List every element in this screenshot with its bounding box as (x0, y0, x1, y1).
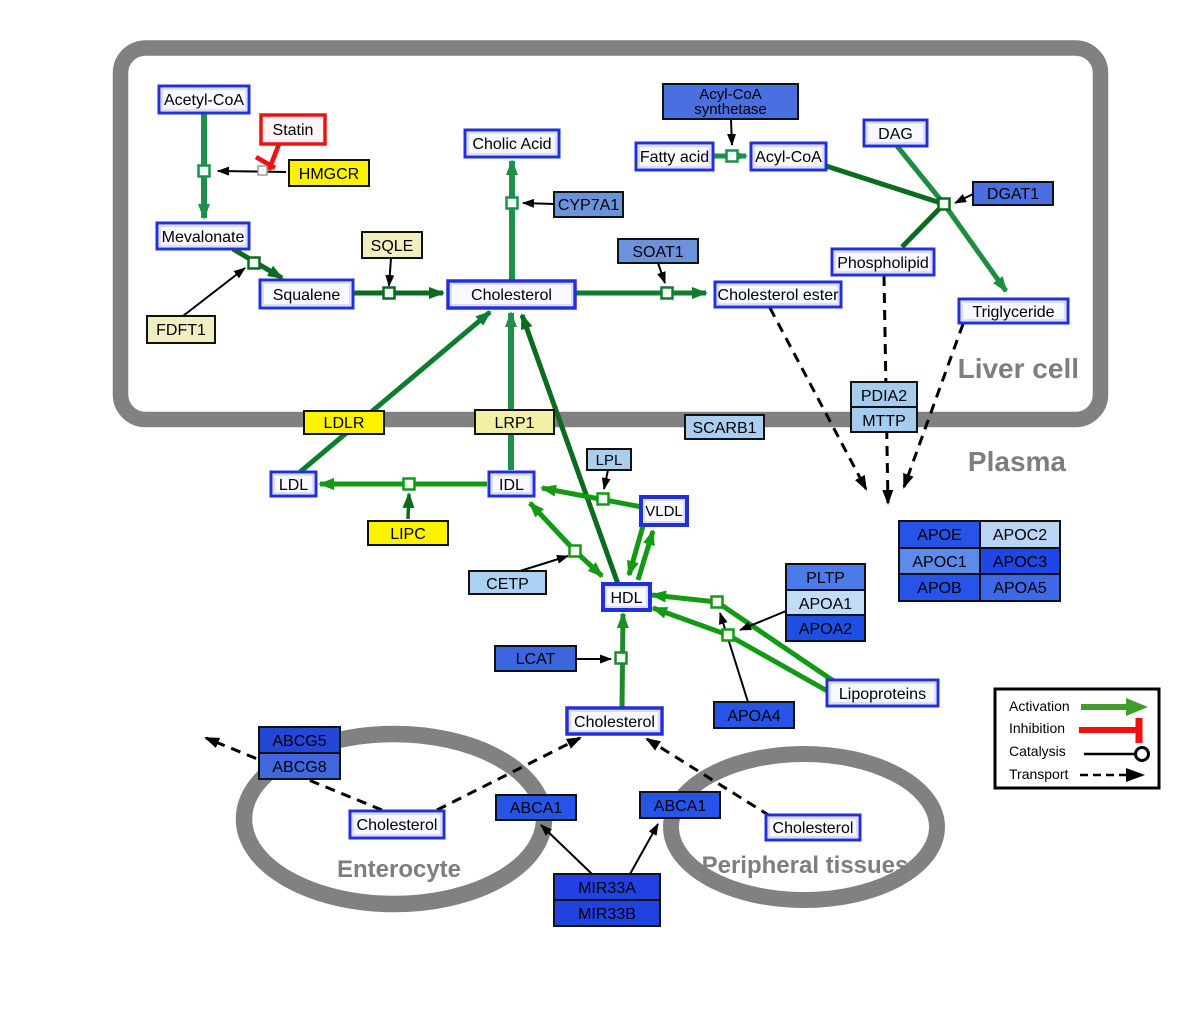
svg-text:APOA1: APOA1 (799, 596, 852, 613)
svg-text:Cholesterol: Cholesterol (574, 714, 655, 731)
svg-text:LCAT: LCAT (516, 651, 556, 668)
svg-text:APOB: APOB (917, 580, 961, 597)
svg-text:VLDL: VLDL (645, 503, 683, 520)
svg-text:LRP1: LRP1 (494, 415, 534, 432)
svg-text:ABCA1: ABCA1 (510, 800, 563, 817)
svg-text:FDFT1: FDFT1 (156, 322, 206, 339)
svg-text:CYP7A1: CYP7A1 (558, 197, 619, 214)
svg-text:MIR33A: MIR33A (578, 880, 636, 897)
svg-text:APOC2: APOC2 (993, 527, 1047, 544)
svg-text:Cholesterol ester: Cholesterol ester (718, 287, 840, 304)
svg-text:HDL: HDL (610, 590, 642, 607)
svg-text:Plasma: Plasma (968, 446, 1066, 477)
svg-text:Acyl-CoA: Acyl-CoA (699, 86, 762, 103)
svg-text:IDL: IDL (499, 477, 524, 494)
svg-text:Triglyceride: Triglyceride (972, 304, 1054, 321)
svg-text:HMGCR: HMGCR (299, 166, 359, 183)
svg-text:DGAT1: DGAT1 (987, 186, 1039, 203)
svg-text:ABCG8: ABCG8 (272, 759, 326, 776)
svg-text:Acyl-CoA: Acyl-CoA (755, 149, 822, 166)
svg-text:Mevalonate: Mevalonate (162, 229, 245, 246)
svg-text:SQLE: SQLE (371, 238, 414, 255)
svg-text:MIR33B: MIR33B (578, 906, 636, 923)
svg-text:Activation: Activation (1009, 698, 1070, 714)
svg-text:LIPC: LIPC (390, 526, 426, 543)
svg-text:APOC1: APOC1 (912, 554, 966, 571)
svg-text:APOA5: APOA5 (993, 580, 1046, 597)
svg-text:APOC3: APOC3 (993, 554, 1047, 571)
svg-text:Cholesterol: Cholesterol (471, 287, 552, 304)
svg-text:SCARB1: SCARB1 (692, 420, 756, 437)
svg-text:Lipoproteins: Lipoproteins (839, 686, 926, 703)
svg-text:APOA2: APOA2 (799, 621, 852, 638)
svg-text:Inhibition: Inhibition (1009, 720, 1065, 736)
svg-text:Squalene: Squalene (273, 287, 341, 304)
svg-text:Enterocyte: Enterocyte (337, 856, 461, 883)
svg-text:LPL: LPL (596, 452, 623, 469)
svg-text:Transport: Transport (1009, 766, 1069, 782)
svg-text:Cholesterol: Cholesterol (773, 820, 854, 837)
svg-text:Liver cell: Liver cell (958, 353, 1079, 384)
svg-text:APOE: APOE (917, 527, 961, 544)
svg-text:APOA4: APOA4 (727, 708, 780, 725)
svg-text:LDL: LDL (279, 477, 308, 494)
svg-text:Statin: Statin (273, 122, 314, 139)
svg-text:SOAT1: SOAT1 (632, 244, 683, 261)
svg-text:Cholesterol: Cholesterol (357, 817, 438, 834)
svg-text:Cholic Acid: Cholic Acid (472, 136, 551, 153)
svg-text:PLTP: PLTP (806, 570, 845, 587)
svg-text:Acetyl-CoA: Acetyl-CoA (164, 92, 244, 109)
svg-text:Catalysis: Catalysis (1009, 743, 1066, 759)
svg-text:LDLR: LDLR (324, 415, 365, 432)
svg-text:PDIA2: PDIA2 (861, 388, 907, 405)
svg-text:CETP: CETP (486, 576, 529, 593)
svg-text:synthetase: synthetase (694, 101, 767, 118)
svg-text:DAG: DAG (878, 126, 913, 143)
svg-text:MTTP: MTTP (862, 413, 906, 430)
svg-text:Fatty acid: Fatty acid (640, 149, 709, 166)
svg-text:ABCA1: ABCA1 (654, 798, 707, 815)
svg-text:ABCG5: ABCG5 (272, 733, 326, 750)
svg-text:Peripheral tissues: Peripheral tissues (702, 852, 909, 879)
svg-text:Phospholipid: Phospholipid (837, 255, 929, 272)
